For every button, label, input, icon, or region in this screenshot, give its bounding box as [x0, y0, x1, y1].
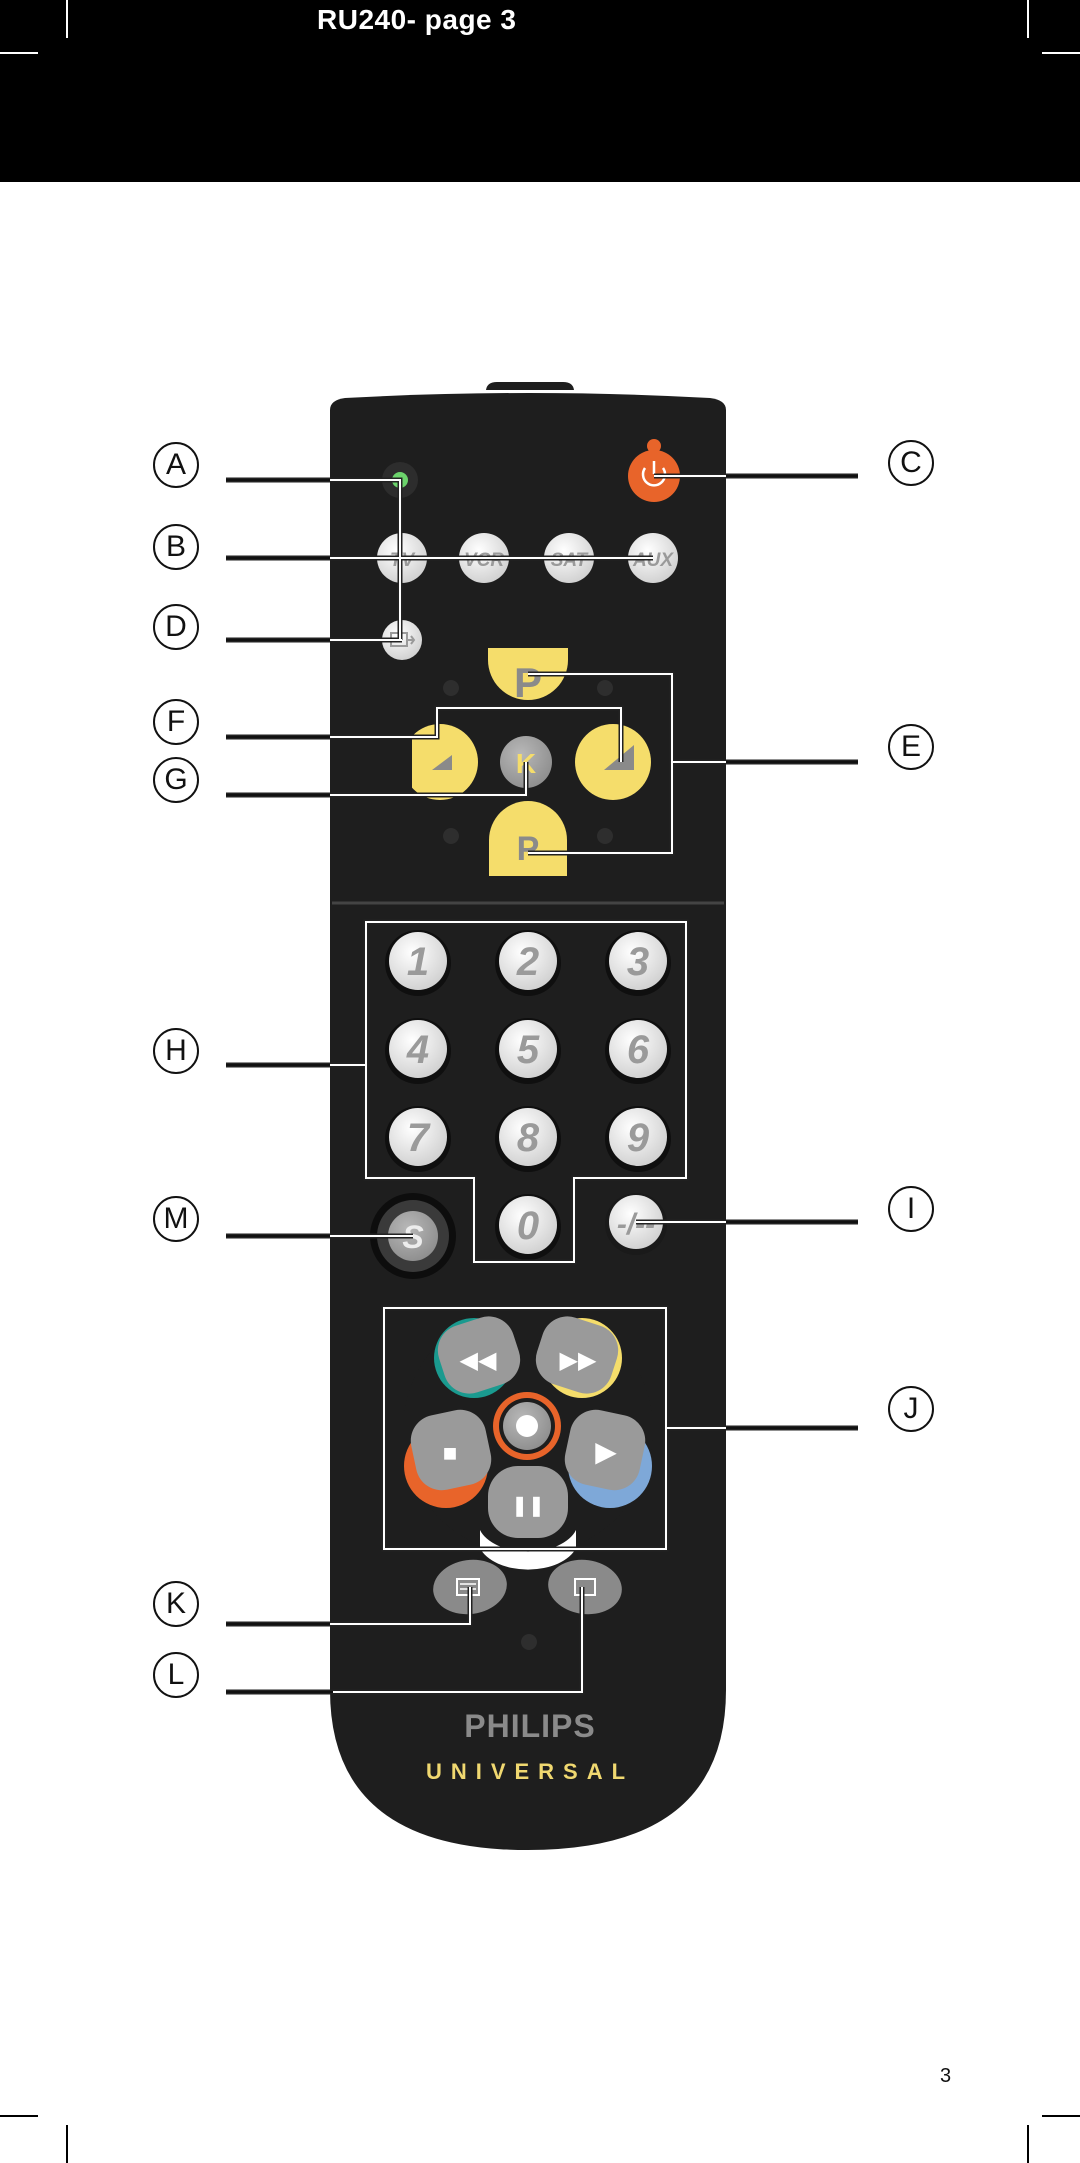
- decorative-dot: [443, 828, 459, 844]
- callout-c: C: [888, 440, 934, 486]
- keypad-button-3[interactable]: 3: [605, 930, 671, 996]
- fast-forward-button[interactable]: ▶▶: [529, 1310, 625, 1401]
- callout-e: E: [888, 724, 934, 770]
- crop-mark-bottom-right-v: [1027, 2125, 1029, 2163]
- callout-lines: [226, 473, 858, 1695]
- callout-a: A: [153, 442, 199, 488]
- program-down-button[interactable]: P: [489, 801, 567, 876]
- crop-mark-bottom-right-h: [1042, 2115, 1080, 2117]
- keypad-button-1[interactable]: 1: [385, 930, 451, 996]
- decorative-dot: [521, 1634, 537, 1650]
- callout-m: M: [153, 1196, 199, 1242]
- decorative-dot: [597, 828, 613, 844]
- crop-mark-top-right-v: [1027, 0, 1029, 38]
- callout-h: H: [153, 1028, 199, 1074]
- stop-button[interactable]: ■: [406, 1405, 496, 1495]
- play-icon: ▶: [595, 1436, 617, 1467]
- fast-forward-icon: ▶▶: [560, 1347, 597, 1374]
- crop-mark-top-left-h: [0, 52, 38, 54]
- crop-mark-bottom-left-v: [66, 2125, 68, 2163]
- keypad-button-6[interactable]: 6: [605, 1018, 671, 1084]
- pause-button[interactable]: ❚❚: [488, 1466, 568, 1538]
- keypad-label: 8: [517, 1116, 540, 1160]
- header-band: [0, 0, 1080, 182]
- play-button[interactable]: ▶: [560, 1405, 650, 1495]
- page-header-title: RU240- page 3: [317, 4, 517, 35]
- callout-b: B: [153, 524, 199, 570]
- crop-mark-top-left-v: [66, 0, 68, 38]
- keypad-label: 1: [407, 940, 429, 984]
- keypad-label: 5: [517, 1028, 540, 1072]
- stop-icon: ■: [443, 1440, 458, 1467]
- series-name: UNIVERSAL: [426, 1759, 634, 1784]
- volume-down-button[interactable]: [402, 722, 478, 802]
- smart-sound-label: S: [402, 1219, 424, 1255]
- source-label-aux: AUX: [632, 550, 674, 571]
- teletext-off-button[interactable]: [545, 1555, 626, 1619]
- page-number: 3: [940, 2065, 952, 2087]
- callout-f: F: [153, 699, 199, 745]
- program-up-label: P: [514, 659, 542, 706]
- keypad-label: 3: [627, 940, 649, 984]
- crop-mark-bottom-left-h: [0, 2115, 38, 2117]
- keypad-label: 2: [516, 940, 539, 984]
- keypad-label: 6: [627, 1028, 650, 1072]
- callout-g: G: [153, 757, 199, 803]
- keypad-label: 4: [406, 1028, 429, 1072]
- decorative-dot: [597, 680, 613, 696]
- keypad-button-8[interactable]: 8: [495, 1106, 561, 1172]
- callout-j: J: [888, 1386, 934, 1432]
- keypad-button-4[interactable]: 4: [385, 1018, 451, 1084]
- rewind-icon: ◀◀: [460, 1347, 497, 1374]
- keypad-button-7[interactable]: 7: [385, 1106, 451, 1172]
- decorative-dot: [443, 680, 459, 696]
- volume-up-button[interactable]: [575, 722, 661, 802]
- brand-name: PHILIPS: [464, 1708, 595, 1744]
- keypad-button-0[interactable]: 0: [495, 1194, 561, 1260]
- keypad-label: 0: [517, 1204, 539, 1248]
- crop-mark-top-right-h: [1042, 52, 1080, 54]
- callout-l: L: [153, 1652, 199, 1698]
- callout-i: I: [888, 1186, 934, 1232]
- keypad-label: 7: [407, 1116, 431, 1160]
- callout-d: D: [153, 604, 199, 650]
- pause-icon: ❚❚: [511, 1495, 545, 1517]
- program-down-label: P: [517, 830, 540, 868]
- keypad-button-9[interactable]: 9: [605, 1106, 671, 1172]
- keypad-button-5[interactable]: 5: [495, 1018, 561, 1084]
- keypad-button-2[interactable]: 2: [495, 930, 561, 996]
- callout-k: K: [153, 1581, 199, 1627]
- record-button[interactable]: [493, 1392, 561, 1460]
- numeric-keypad: 1 2 3 4 5 6 7 8 9 0: [385, 930, 671, 1260]
- keypad-label: 9: [627, 1116, 650, 1160]
- rewind-button[interactable]: ◀◀: [431, 1310, 527, 1401]
